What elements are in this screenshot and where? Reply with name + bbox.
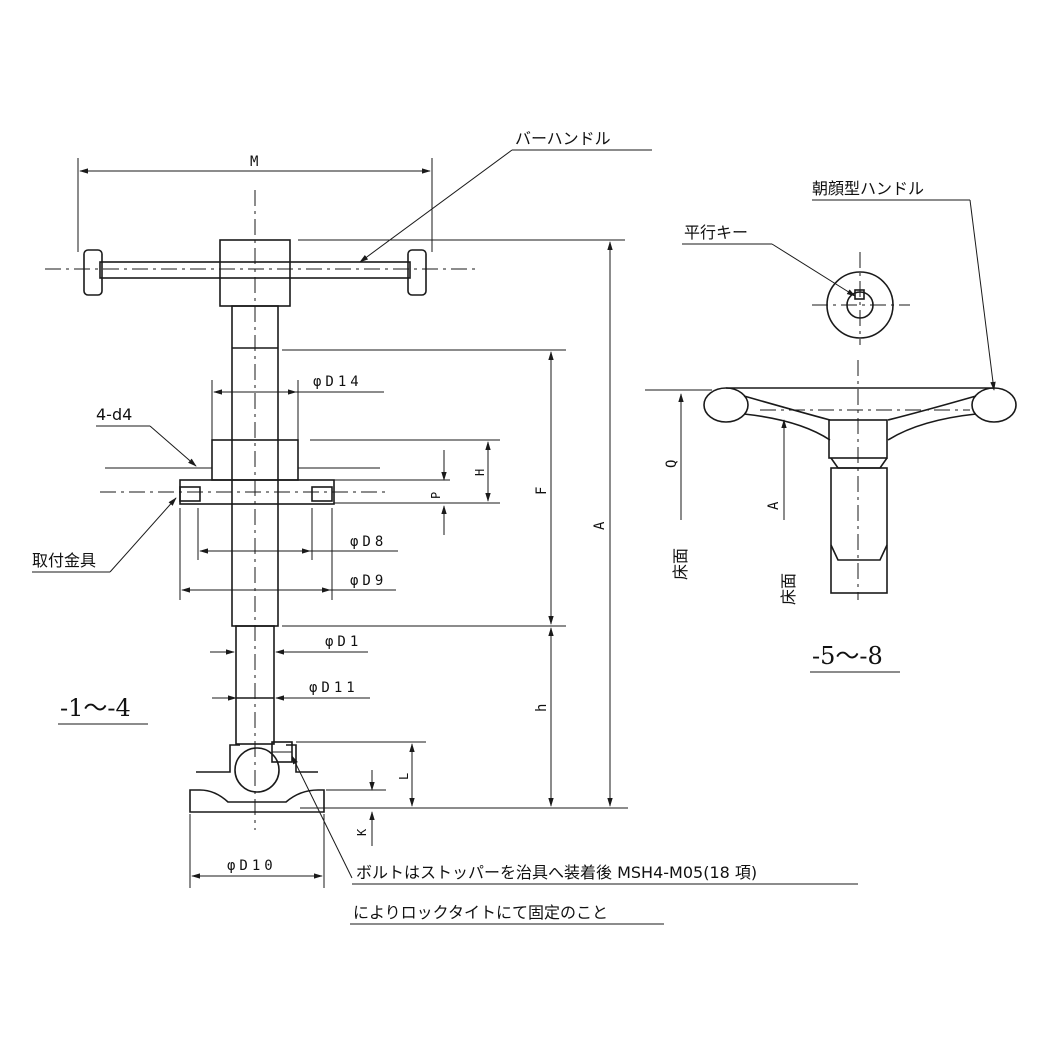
dim-M: M (250, 154, 258, 170)
dim-D1: φD1 (325, 634, 362, 650)
dim-D11: φD11 (309, 680, 359, 696)
dim-Q: Q (664, 460, 680, 468)
callout-bar-handle: バーハンドル (515, 129, 611, 148)
base-foot (189, 741, 325, 813)
callout-mount-bolt: 4-d4 (96, 405, 132, 424)
dim-A-right: A (766, 501, 782, 510)
floor-label-q: 床面 (671, 548, 690, 580)
left-view: M A F h H P L K φD14 (32, 129, 652, 888)
dim-h: h (534, 704, 550, 712)
dim-K: K (355, 828, 369, 836)
mount-fitting (105, 380, 380, 505)
view-label-left: -1〜-4 (60, 694, 131, 722)
view-label-right: -5〜-8 (812, 642, 883, 670)
callout-asagao-handle: 朝顔型ハンドル (812, 179, 924, 198)
dim-D9: φD9 (350, 573, 387, 589)
callout-fitting: 取付金具 (32, 551, 96, 570)
callout-parallel-key: 平行キー (684, 223, 748, 242)
dim-D14: φD14 (313, 374, 363, 390)
dim-A: A (592, 521, 608, 530)
asagao-handwheel (703, 387, 1017, 469)
assembly-note: ボルトはストッパーを治具へ装着後 MSH4-M05(18 項) によりロックタイ… (350, 863, 858, 925)
dim-H: H (473, 469, 487, 476)
note-line-1: ボルトはストッパーを治具へ装着後 MSH4-M05(18 項) (356, 863, 757, 882)
bar-handle (83, 239, 427, 307)
dim-L: L (397, 773, 411, 780)
dim-F: F (534, 487, 550, 495)
floor-label-a: 床面 (779, 573, 798, 605)
note-line-2: によりロックタイトにて固定のこと (353, 903, 608, 922)
shaft (231, 305, 279, 745)
dim-P: P (429, 492, 443, 499)
dim-D10: φD10 (227, 858, 277, 874)
right-view: Q 床面 A 床面 朝顔型ハンドル 平行キー -5〜-8 (645, 179, 1017, 673)
dim-D8: φD8 (350, 534, 387, 550)
